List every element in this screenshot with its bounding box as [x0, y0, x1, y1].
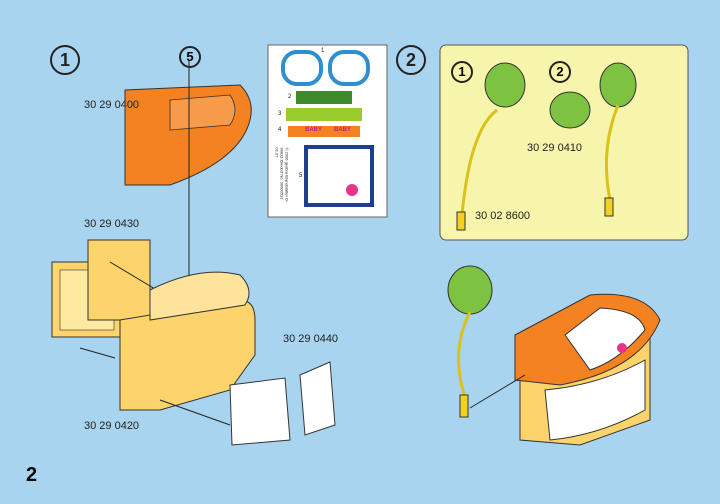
callout-5: 5: [179, 46, 201, 68]
sticker-label-4: 4: [278, 127, 282, 133]
sticker-copyright: © 2006 geobra Brandstätter D-90811 Zirnd…: [274, 147, 290, 203]
part-number-back: 30 29 0430: [84, 218, 140, 230]
assembled-cabinet: [447, 265, 661, 446]
part-number-body: 30 29 0420: [84, 420, 140, 432]
part-number-door: 30 29 0440: [283, 333, 339, 345]
part-number-lamp-head: 30 29 0410: [527, 142, 583, 154]
sticker-baby-1: BABY: [305, 127, 323, 133]
substep-1: 1: [451, 61, 473, 83]
part-number-lamp-arm: 30 02 8600: [475, 210, 531, 222]
part-number-top: 30 29 0400: [84, 99, 140, 111]
sticker-label-3: 3: [278, 111, 282, 117]
sticker-label-5: 5: [299, 173, 303, 179]
cabinet-top-part: [124, 84, 252, 186]
sticker-label-2: 2: [288, 94, 292, 100]
sticker-label-1: 1: [321, 48, 325, 54]
step-1-marker: 1: [50, 45, 80, 75]
substep-2: 2: [549, 61, 571, 83]
door-part-left: [229, 377, 291, 446]
door-part-right: [299, 361, 336, 436]
cabinet-body-part: [119, 271, 256, 411]
step-2-marker: 2: [396, 45, 426, 75]
sticker-baby-2: BABY: [334, 127, 352, 133]
page-number: 2: [26, 464, 38, 486]
